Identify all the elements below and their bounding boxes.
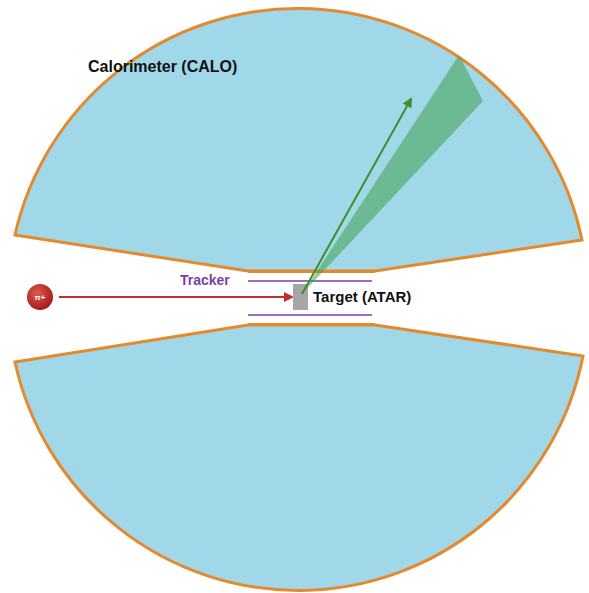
- tracker-layer: [248, 280, 372, 282]
- calorimeter-region: Calorimeter (CALO): [0, 0, 589, 290]
- pion-circle: π+: [27, 284, 53, 310]
- particle-symbol: π+: [35, 293, 46, 302]
- shower-cone: [302, 55, 483, 294]
- target-box: Target (ATAR): [293, 284, 308, 310]
- part-name: Target (ATAR): [313, 288, 411, 305]
- part-name: Tracker: [180, 272, 230, 288]
- positron-track: [302, 99, 411, 294]
- beam-arrow: [59, 296, 292, 298]
- part-name: Calorimeter (CALO): [88, 58, 237, 76]
- calorimeter-lower: [15, 325, 583, 590]
- tracker-layer: [248, 314, 372, 316]
- calorimeter-upper: [0, 0, 589, 290]
- opening-edge: [248, 323, 375, 325]
